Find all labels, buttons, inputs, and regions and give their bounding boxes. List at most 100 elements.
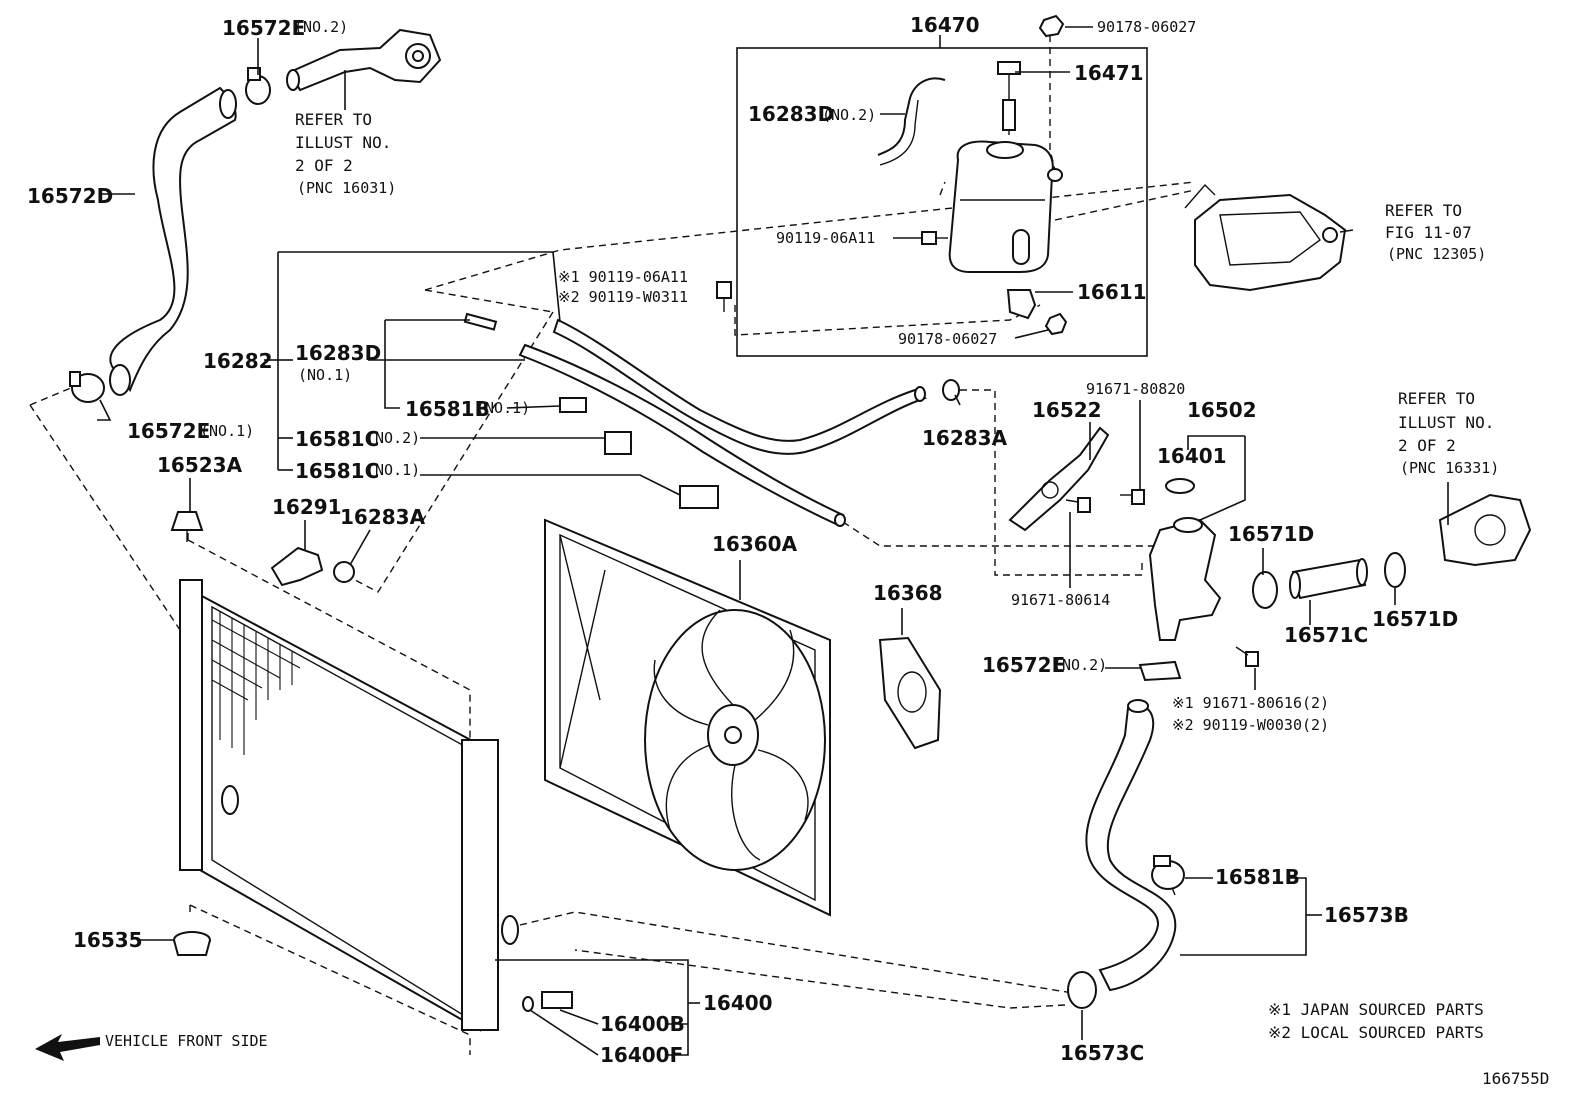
- ref-s1-91671: ※1 91671-80616(2): [1172, 694, 1329, 712]
- label-16283D-no1: 16283D: [295, 341, 381, 365]
- label-16283D-no2: 16283D: [748, 102, 834, 126]
- label-16535: 16535: [73, 928, 143, 952]
- diagram-id: 166755D: [1482, 1069, 1549, 1088]
- ref-s2-90119: ※2 90119-W0311: [558, 288, 688, 306]
- label-16581C-no1-sub: (NO.1): [366, 461, 420, 479]
- label-16283D-no2-sub: (NO.2): [822, 106, 876, 124]
- engine-mount-reference: [1184, 183, 1347, 292]
- label-16572D: 16572D: [27, 184, 113, 208]
- reserve-tank-assembly: [736, 47, 1148, 357]
- label-16401: 16401: [1157, 444, 1227, 468]
- water-outlet-top: [286, 28, 442, 92]
- label-16572E-no1-sub: (NO.1): [200, 422, 254, 440]
- label-16368: 16368: [873, 581, 943, 605]
- label-16581C-no2-sub: (NO.2): [366, 429, 420, 447]
- label-16571C: 16571C: [1284, 623, 1368, 647]
- vehicle-front-side-label: VEHICLE FRONT SIDE: [105, 1032, 268, 1050]
- refer-fig-1: REFER TO: [1385, 201, 1462, 220]
- shroud-seal: [878, 636, 942, 750]
- label-16573C: 16573C: [1060, 1041, 1144, 1065]
- radiator-cushion-bottom: [173, 931, 211, 956]
- nut-icon: [1038, 14, 1065, 38]
- refer-fig-3: (PNC 12305): [1387, 245, 1486, 263]
- label-16572E-top-sub: (NO.2): [294, 18, 348, 36]
- label-16573B: 16573B: [1324, 903, 1409, 927]
- water-inlet-bracket: [1008, 426, 1110, 532]
- label-16581B-right: 16581B: [1215, 865, 1300, 889]
- label-16470: 16470: [910, 13, 980, 37]
- refer-right-4: (PNC 16331): [1400, 459, 1499, 477]
- radiator: [179, 579, 519, 1032]
- refer-top-1: REFER TO: [295, 110, 372, 129]
- vehicle-front-arrow-icon: [35, 1034, 100, 1061]
- label-16572E-no2-right-sub: (NO.2): [1053, 656, 1107, 674]
- label-16572E-top: 16572E: [222, 16, 305, 40]
- label-16523A: 16523A: [157, 453, 243, 477]
- refer-top-4: (PNC 16031): [297, 179, 396, 197]
- leader-lines: [97, 26, 1449, 1056]
- label-16283D-no1-sub: (NO.1): [298, 366, 352, 384]
- hose-clamp-16571d-left: [1252, 571, 1278, 609]
- label-90119-06A11: 90119-06A11: [776, 229, 875, 247]
- label-16581B-no1-sub: (NO.1): [476, 399, 530, 417]
- hose-clamp-16571d-right: [1384, 552, 1406, 588]
- hose-clamp-16573c: [1067, 971, 1097, 1009]
- radiator-cushion-top: [170, 511, 204, 542]
- label-16471: 16471: [1074, 61, 1144, 85]
- fan-shroud: [544, 518, 831, 917]
- label-90178-bottom: 90178-06027: [898, 330, 997, 348]
- bolt-icon: [921, 231, 948, 245]
- drain-cock: [522, 991, 573, 1012]
- label-16283A-left: 16283A: [340, 505, 426, 529]
- water-inlet: [1148, 517, 1222, 641]
- label-16571D-left: 16571D: [1228, 522, 1314, 546]
- upper-radiator-hose: [109, 86, 237, 396]
- ref-s2-90119-w0030: ※2 90119-W0030(2): [1172, 716, 1329, 734]
- label-16400F: 16400F: [600, 1043, 683, 1067]
- small-hose-16291: [270, 546, 355, 587]
- footnote-local: ※2 LOCAL SOURCED PARTS: [1268, 1023, 1484, 1042]
- label-16282: 16282: [203, 349, 273, 373]
- radiator-cap: [1165, 478, 1195, 494]
- footnote-japan: ※1 JAPAN SOURCED PARTS: [1268, 1000, 1484, 1019]
- label-16360A: 16360A: [712, 532, 798, 556]
- label-16581C-no2: 16581C: [295, 427, 379, 451]
- label-16571D-right: 16571D: [1372, 607, 1458, 631]
- label-16291: 16291: [272, 495, 342, 519]
- label-16581C-no1: 16581C: [295, 459, 379, 483]
- lower-radiator-hose: [1085, 699, 1177, 992]
- bolt-icon: [716, 281, 732, 312]
- label-16502: 16502: [1187, 398, 1257, 422]
- refer-right-2: ILLUST NO.: [1398, 413, 1494, 432]
- label-91671-80614: 91671-80614: [1011, 591, 1110, 609]
- bypass-hoses: [463, 312, 928, 527]
- refer-top-2: ILLUST NO.: [295, 133, 391, 152]
- label-16581B-no1: 16581B: [405, 397, 490, 421]
- label-90178-top: 90178-06027: [1097, 18, 1196, 36]
- bolt-icon: [1065, 497, 1091, 513]
- water-housing-reference: [1438, 493, 1532, 567]
- refer-right-1: REFER TO: [1398, 389, 1475, 408]
- hose-clamp-top: [245, 67, 271, 105]
- refer-right-3: 2 OF 2: [1398, 436, 1456, 455]
- part-labels: 16572E (NO.2) REFER TO ILLUST NO. 2 OF 2…: [27, 13, 1549, 1088]
- hose-clamp-right: [1138, 660, 1182, 682]
- hose-clamp-no1: [69, 371, 105, 403]
- label-16283A-right: 16283A: [922, 426, 1008, 450]
- refer-fig-2: FIG 11-07: [1385, 223, 1472, 242]
- label-16400: 16400: [703, 991, 773, 1015]
- hose-clamp-16581b: [1151, 855, 1185, 890]
- label-16572E-no2-right: 16572E: [982, 653, 1065, 677]
- label-16572E-no1: 16572E: [127, 419, 210, 443]
- bolt-icon: [1235, 646, 1259, 667]
- bolt-icon: [1120, 489, 1145, 505]
- ref-s1-90119: ※1 90119-06A11: [558, 268, 688, 286]
- bypass-hose-16571c: [1289, 558, 1368, 600]
- label-16611: 16611: [1077, 280, 1147, 304]
- label-91671-80820: 91671-80820: [1086, 380, 1185, 398]
- label-16400B: 16400B: [600, 1012, 685, 1036]
- refer-top-3: 2 OF 2: [295, 156, 353, 175]
- label-16522: 16522: [1032, 398, 1102, 422]
